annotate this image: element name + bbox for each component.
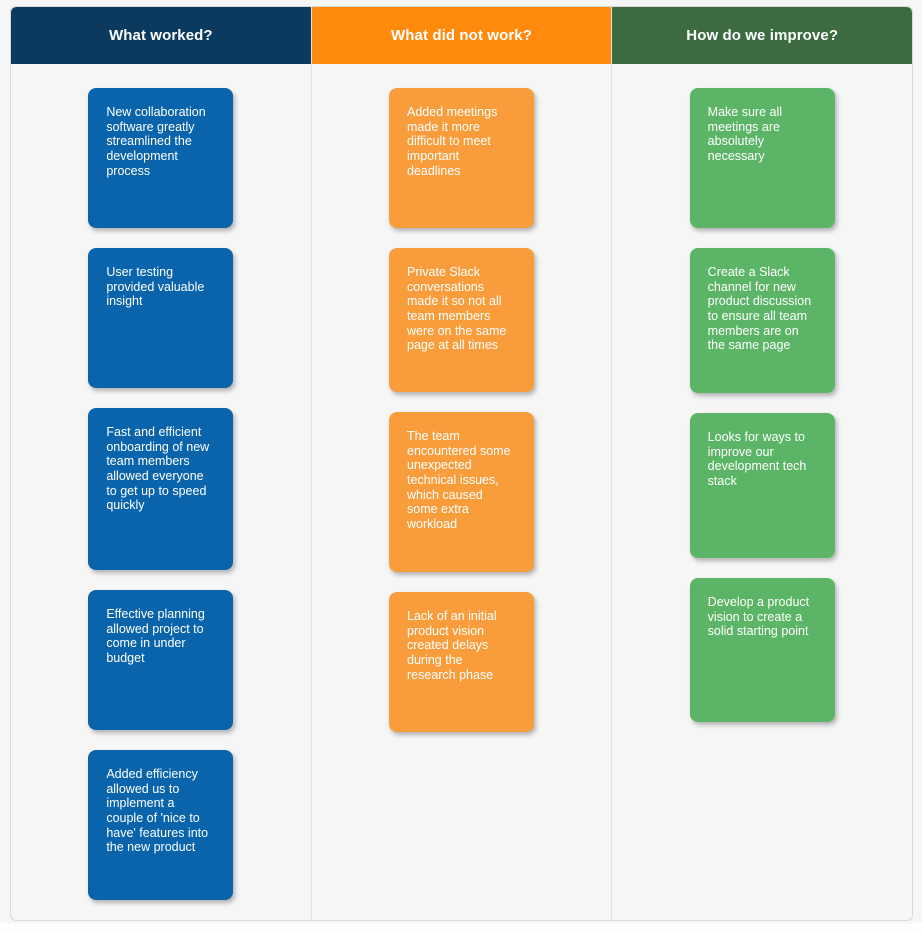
sticky-note-card[interactable]: New collaboration software greatly strea… bbox=[88, 88, 234, 228]
board-column-how-do-we-improve: How do we improve? Make sure all meeting… bbox=[611, 7, 912, 920]
sticky-note-card[interactable]: Create a Slack channel for new product d… bbox=[689, 248, 835, 393]
sticky-note-card[interactable]: User testing provided valuable insight bbox=[88, 248, 234, 388]
sticky-note-card[interactable]: Lack of an initial product vision create… bbox=[389, 592, 534, 732]
sticky-note-card[interactable]: Added efficiency allowed us to implement… bbox=[88, 750, 234, 900]
sticky-note-card[interactable]: Fast and efficient onboarding of new tea… bbox=[88, 408, 234, 570]
column-header-what-worked: What worked? bbox=[11, 7, 311, 64]
sticky-note-card[interactable]: Make sure all meetings are absolutely ne… bbox=[689, 88, 835, 228]
board-column-what-did-not-work: What did not work? Added meetings made i… bbox=[310, 7, 612, 920]
sticky-note-card[interactable]: Develop a product vision to create a sol… bbox=[689, 578, 835, 722]
card-list: Make sure all meetings are absolutely ne… bbox=[612, 64, 912, 742]
column-header-what-did-not-work: What did not work? bbox=[311, 7, 612, 64]
sticky-note-card[interactable]: Added meetings made it more difficult to… bbox=[389, 88, 534, 228]
sticky-note-card[interactable]: Private Slack conversations made it so n… bbox=[389, 248, 534, 392]
sticky-note-card[interactable]: The team encountered some unexpected tec… bbox=[389, 412, 534, 572]
sticky-note-card[interactable]: Effective planning allowed project to co… bbox=[88, 590, 234, 730]
sticky-note-card[interactable]: Looks for ways to improve our developmen… bbox=[689, 413, 835, 558]
board-column-what-worked: What worked? New collaboration software … bbox=[11, 7, 311, 920]
retro-board: What worked? New collaboration software … bbox=[10, 6, 913, 921]
card-list: New collaboration software greatly strea… bbox=[11, 64, 311, 920]
column-header-how-do-we-improve: How do we improve? bbox=[612, 7, 912, 64]
card-list: Added meetings made it more difficult to… bbox=[312, 64, 612, 752]
